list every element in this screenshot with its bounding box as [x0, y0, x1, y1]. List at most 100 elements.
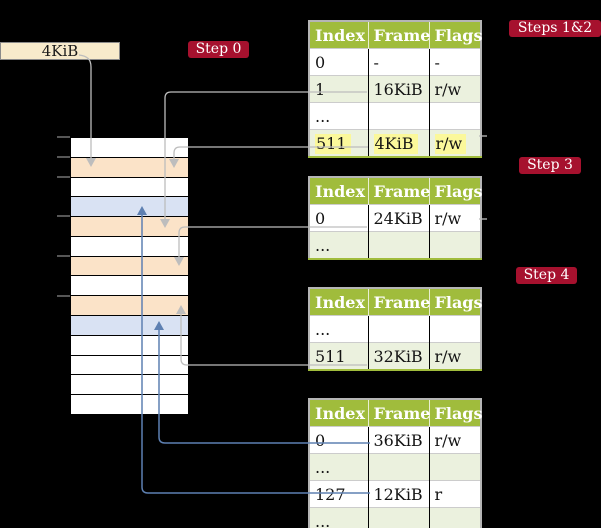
- memory-row-4: [71, 197, 188, 218]
- table-cell: ...: [309, 102, 368, 130]
- table-cell: r/w: [428, 426, 481, 454]
- highlighted-value: 511: [315, 133, 351, 154]
- table-cell: [367, 315, 429, 343]
- column-header: Flags: [428, 177, 483, 205]
- steps-1-2-label: Steps 1&2: [517, 20, 593, 36]
- table-cell: 4KiB: [367, 129, 429, 157]
- table-row: ...: [309, 231, 481, 259]
- table-cell: [428, 102, 481, 130]
- table-cell: 0: [309, 48, 368, 76]
- table-cell: ...: [309, 507, 368, 528]
- table-cell: ...: [309, 315, 368, 343]
- column-header: Index: [309, 399, 368, 427]
- column-header: Frame: [367, 288, 430, 316]
- table-cell: 36KiB: [367, 426, 429, 454]
- table-cell: 32KiB: [367, 342, 429, 370]
- memory-row-13: [71, 375, 188, 396]
- memory-row-1: [71, 138, 188, 158]
- highlighted-value: 4KiB: [373, 133, 418, 154]
- memory-row-5: [71, 217, 188, 237]
- table-row: 511 4KiB r/w: [309, 129, 481, 157]
- highlighted-value: r/w: [434, 133, 467, 154]
- table-cell: [428, 231, 481, 259]
- table-cell: 12KiB: [367, 480, 429, 508]
- table-cell: r: [428, 480, 481, 508]
- step-4-label: Step 4: [523, 267, 570, 283]
- column-header: Index: [309, 21, 368, 49]
- table-row: ...: [309, 453, 481, 481]
- table-cell: [367, 102, 429, 130]
- memory-row-3: [71, 177, 188, 198]
- table-cell: 16KiB: [367, 75, 429, 103]
- step-3-label: Step 3: [527, 157, 573, 173]
- steps-1-2-badge: Steps 1&2: [509, 20, 601, 37]
- table-cell: [428, 507, 481, 528]
- table-row: ...: [309, 315, 481, 343]
- column-header: Index: [309, 288, 368, 316]
- table-cell: 1: [309, 75, 368, 103]
- table-cell: r/w: [428, 342, 481, 370]
- physical-memory-stack: [70, 137, 189, 415]
- memory-row-14: [71, 395, 188, 414]
- table-cell: [428, 453, 481, 481]
- memory-row-10: [71, 316, 188, 336]
- table-cell: 511: [309, 129, 368, 157]
- table-row: ...: [309, 102, 481, 130]
- column-header: Frame: [367, 21, 430, 49]
- column-header: Flags: [428, 399, 483, 427]
- table-row: 0--: [309, 48, 481, 76]
- column-header: Flags: [428, 288, 483, 316]
- table-cell: 24KiB: [367, 204, 429, 232]
- page-size-label-box: 4KiB: [0, 42, 120, 60]
- address-ticks: [57, 136, 70, 297]
- table-cell: -: [428, 48, 481, 76]
- column-header: Frame: [367, 399, 430, 427]
- memory-row-7: [71, 256, 188, 277]
- table-cell: 0: [309, 426, 368, 454]
- memory-row-11: [71, 335, 188, 356]
- step-0-badge: Step 0: [188, 41, 249, 58]
- column-header: Index: [309, 177, 368, 205]
- table-row: ...: [309, 507, 481, 528]
- table-cell: [428, 315, 481, 343]
- table-cell: 0: [309, 204, 368, 232]
- memory-row-8: [71, 276, 188, 297]
- page-size-label: 4KiB: [41, 42, 79, 60]
- column-header: Flags: [428, 21, 483, 49]
- step-0-label: Step 0: [195, 41, 242, 57]
- table-cell: r/w: [428, 75, 481, 103]
- table-cell: -: [367, 48, 429, 76]
- memory-row-2: [71, 157, 188, 178]
- memory-row-6: [71, 236, 188, 257]
- table-cell: ...: [309, 453, 368, 481]
- step-3-badge: Step 3: [519, 157, 581, 174]
- table-cell: [367, 453, 429, 481]
- table-cell: 511: [309, 342, 368, 370]
- table-cell: r/w: [428, 129, 481, 157]
- table-cell: 127: [309, 480, 368, 508]
- memory-row-9: [71, 296, 188, 317]
- table-cell: ...: [309, 231, 368, 259]
- table-cell: r/w: [428, 204, 481, 232]
- table-cell: [367, 507, 429, 528]
- table-cell: [367, 231, 429, 259]
- step-4-badge: Step 4: [516, 267, 577, 284]
